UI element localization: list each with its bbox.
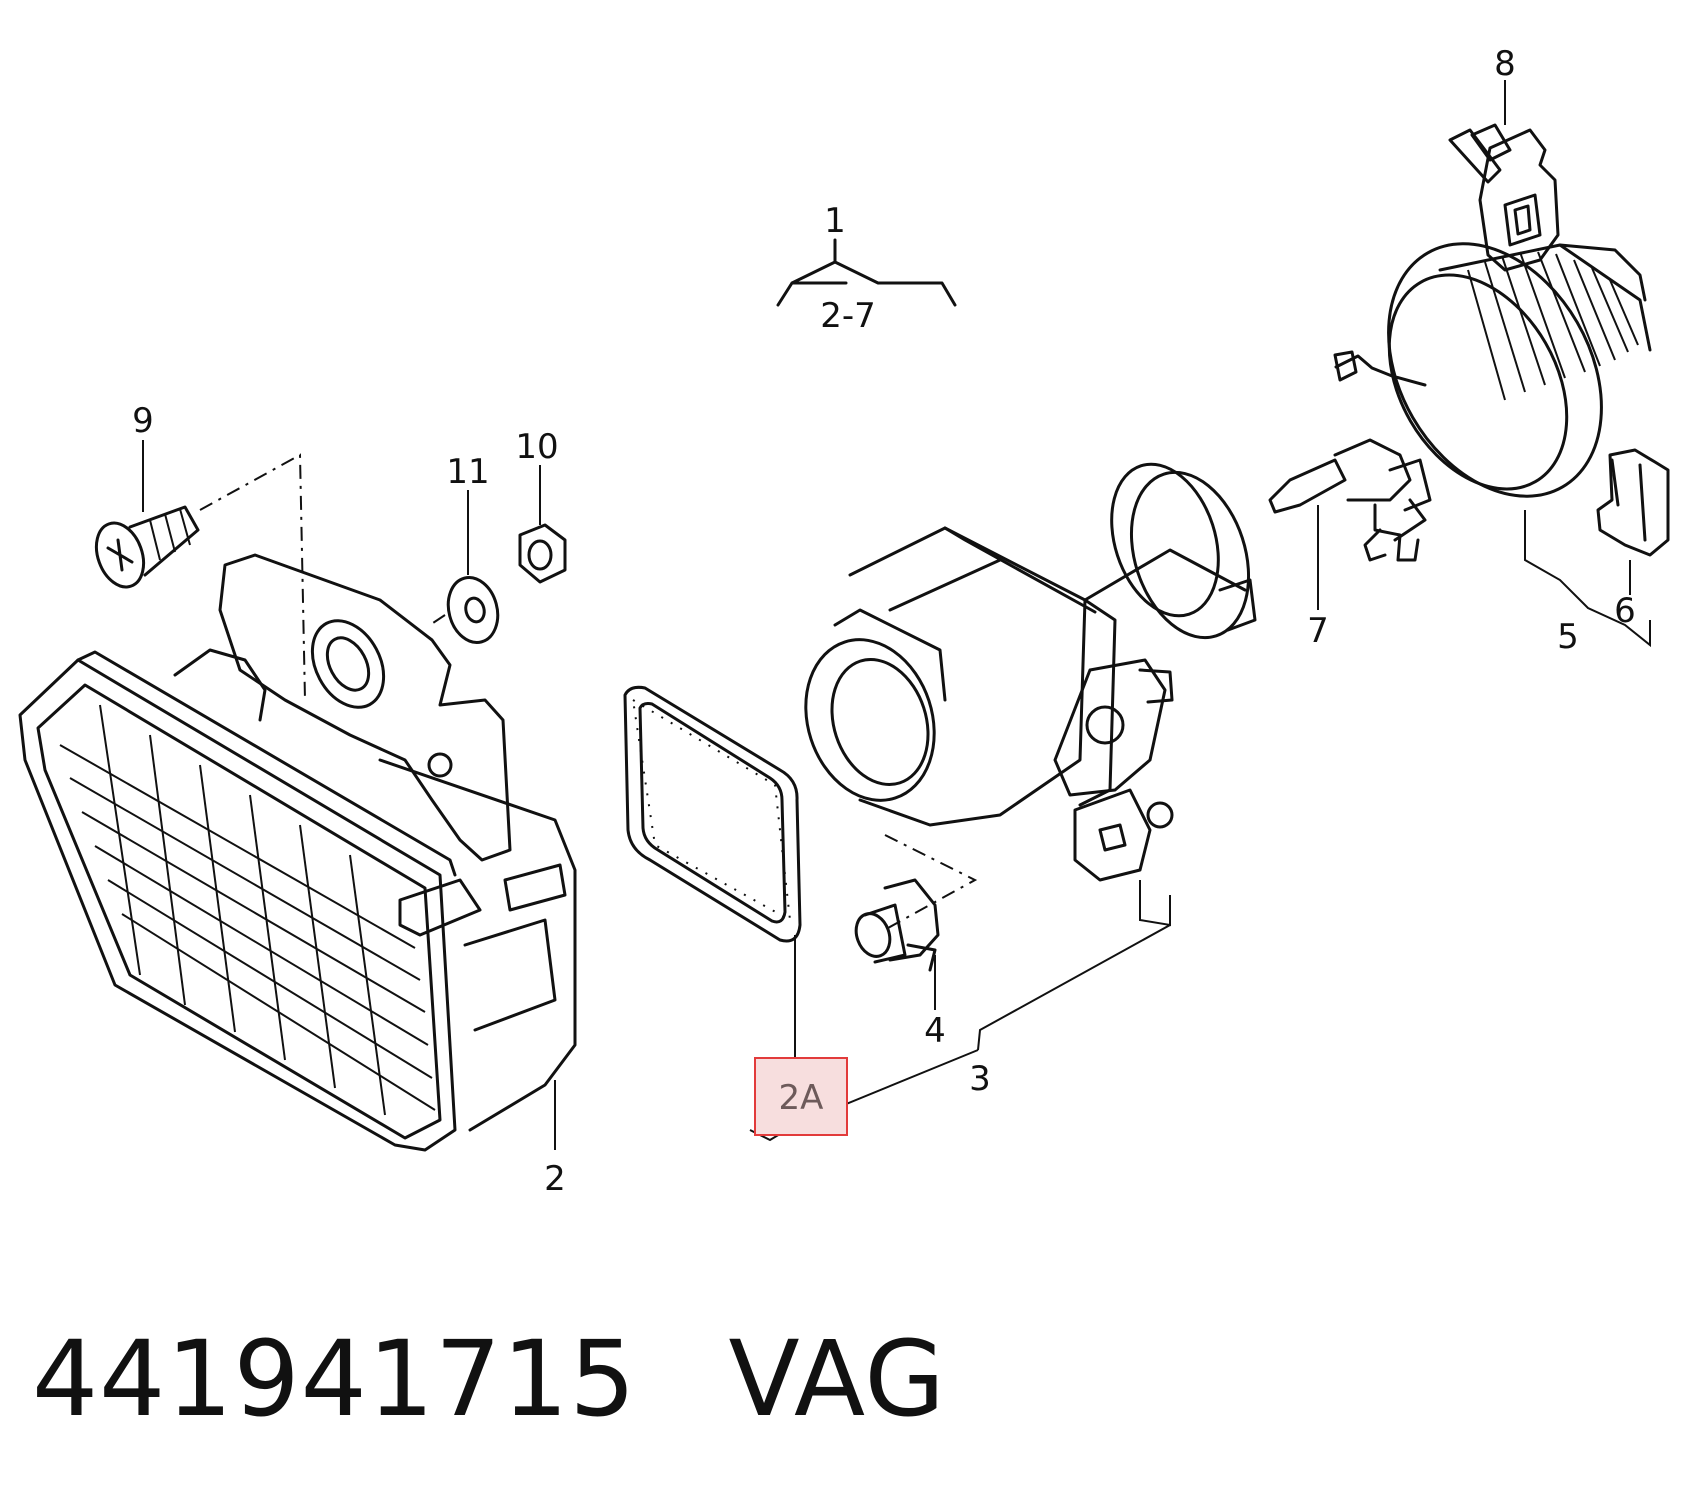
label-part-2: 2 [544,1159,566,1199]
brand-name: VAG [728,1318,946,1440]
fog-lamp-housing [18,553,577,1152]
gasket-seal [623,685,802,943]
highlight-box-2a [754,1057,848,1136]
group-bracket-1 [776,238,957,307]
halogen-bulb [1268,438,1432,562]
reflector-unit [804,462,1257,929]
label-part-5: 5 [1557,617,1579,657]
leader-lines [142,80,1651,1150]
small-bulb-socket [854,878,940,972]
label-part-11: 11 [446,452,489,492]
hex-nut [518,523,567,584]
mounting-clip [1596,448,1670,557]
label-part-2a: 2A [779,1078,824,1118]
label-part-10: 10 [515,427,558,467]
label-part-6: 6 [1614,591,1636,631]
electrical-connector [1448,123,1560,272]
washer [429,576,500,644]
label-part-3: 3 [969,1059,991,1099]
label-part-1: 1 [824,201,846,241]
label-part-9: 9 [132,401,154,441]
part-number: 441941715 [32,1318,637,1440]
label-part-4: 4 [924,1011,946,1051]
label-part-1-range: 2-7 [820,296,876,336]
screw [94,453,306,701]
label-part-7: 7 [1307,611,1329,651]
part-number-footer: 441941715 VAG [32,1318,946,1440]
label-part-8: 8 [1494,44,1516,84]
retaining-ring [1333,242,1652,498]
